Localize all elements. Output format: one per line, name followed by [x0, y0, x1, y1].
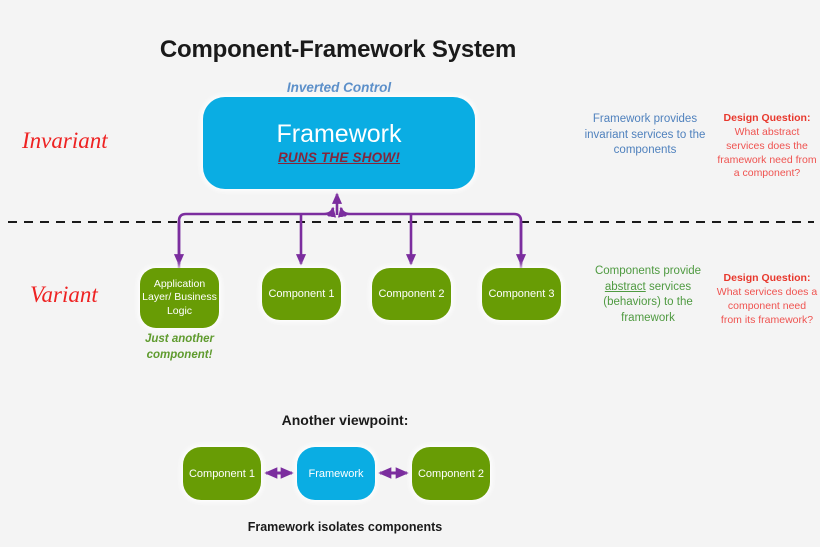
framework-box-subtitle: RUNS THE SHOW! [277, 150, 401, 166]
component-2-box[interactable]: Component 2 [372, 268, 451, 320]
bus-line-upper-right [337, 206, 523, 268]
design-question-top: Design Question: What abstract services … [716, 112, 818, 181]
invariant-label: Invariant [22, 128, 108, 153]
component-1-box[interactable]: Component 1 [262, 268, 341, 320]
another-viewpoint-heading: Another viewpoint: [281, 412, 409, 428]
viewpoint-component-1-label: Component 1 [188, 467, 256, 480]
components-note-underlined: abstract [604, 280, 646, 293]
variant-label: Variant [30, 282, 98, 307]
component-3-label: Component 3 [488, 288, 555, 300]
framework-services-note: Framework provides invariant services to… [584, 113, 706, 157]
component-1-label: Component 1 [268, 288, 335, 300]
framework-isolates-caption: Framework isolates components [247, 520, 443, 534]
inverted-control-label: Inverted Control [286, 80, 392, 95]
framework-box[interactable]: Framework RUNS THE SHOW! [203, 97, 475, 189]
just-another-component-caption: Just another component! [144, 333, 214, 361]
design-question-bottom-colon: : [806, 272, 811, 284]
components-note-part-1: Components provide [594, 265, 702, 277]
framework-box-title: Framework [276, 119, 402, 148]
design-question-bottom: Design Question: What services does a co… [716, 272, 818, 327]
bus-line-upper-left [177, 206, 337, 268]
design-question-bottom-body: What services does a component need from… [716, 285, 818, 326]
design-question-top-colon: : [806, 112, 811, 124]
application-layer-box[interactable]: Application Layer/ Business Logic [140, 268, 219, 328]
design-question-top-body: What abstract services does the framewor… [717, 125, 817, 180]
component-2-label: Component 2 [378, 288, 445, 300]
viewpoint-component-1-box[interactable]: Component 1 [183, 447, 261, 500]
application-layer-label: Application Layer/ Business Logic [142, 278, 217, 317]
viewpoint-component-2-box[interactable]: Component 2 [412, 447, 490, 500]
bus-line-left [317, 213, 325, 215]
components-note-part-2: services (behaviors) to the framework [603, 280, 693, 324]
components-services-note: Components provide abstract services (be… [578, 264, 718, 326]
viewpoint-framework-label: Framework [308, 467, 364, 480]
design-question-bottom-heading: Design Question [723, 272, 807, 284]
page-title: Component-Framework System [159, 36, 517, 63]
component-3-box[interactable]: Component 3 [482, 268, 561, 320]
viewpoint-framework-box[interactable]: Framework [297, 447, 375, 500]
design-question-top-heading: Design Question [723, 112, 807, 124]
viewpoint-component-2-label: Component 2 [417, 467, 485, 480]
